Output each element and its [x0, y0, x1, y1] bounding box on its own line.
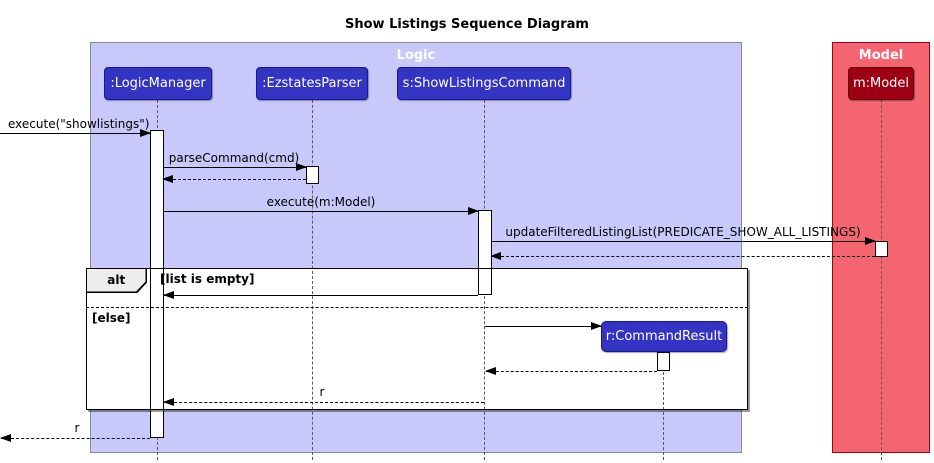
participant-show-listings-command: s:ShowListingsCommand — [397, 67, 571, 100]
message-arrow-update-filtered-listing-list — [491, 237, 876, 245]
final-return-arrow-r — [0, 434, 150, 442]
arrowhead-left-icon — [162, 175, 173, 183]
activation-model — [875, 241, 888, 257]
arrowhead-right-icon — [140, 129, 151, 137]
activation-ezstates-parser — [306, 166, 319, 184]
alt-guard-list-is-empty: [list is empty] — [160, 272, 255, 286]
arrowhead-right-icon — [296, 163, 307, 171]
message-label-execute-showlistings: execute("showlistings") — [8, 117, 150, 131]
message-arrow-create-command-result — [485, 322, 602, 330]
participant-logic-manager: :LogicManager — [104, 67, 212, 100]
arrowhead-left-icon — [485, 367, 496, 375]
message-label-final-return-r: r — [74, 421, 80, 435]
lifeline-ezstates-parser — [312, 100, 313, 460]
message-arrow-execute-showlistings — [0, 129, 151, 137]
return-arrow-command-result — [485, 367, 657, 375]
lifeline-model — [881, 100, 882, 460]
diagram-title: Show Listings Sequence Diagram — [345, 17, 589, 32]
message-label-execute-model: execute(m:Model) — [266, 195, 376, 209]
message-arrow-execute-model — [163, 207, 479, 215]
message-arrow-parse-command — [163, 163, 307, 171]
participant-model: m:Model — [848, 67, 914, 100]
message-arrow-empty-branch-return — [163, 291, 478, 299]
message-label-return-r: r — [319, 385, 325, 399]
alt-guard-else: [else] — [92, 311, 131, 325]
participant-command-result: r:CommandResult — [601, 321, 727, 352]
message-label-parse-command: parseCommand(cmd) — [168, 151, 300, 165]
return-arrow-parse-command — [162, 175, 306, 183]
message-label-update-filtered-listing-list: updateFilteredListingList(PREDICATE_SHOW… — [505, 225, 861, 239]
return-arrow-update-filtered-listing-list — [490, 252, 875, 260]
arrowhead-right-icon — [591, 322, 602, 330]
arrowhead-right-icon — [865, 237, 876, 245]
activation-command-result — [657, 352, 670, 371]
lifeline-command-result — [663, 352, 664, 460]
arrowhead-left-icon — [0, 434, 11, 442]
arrowhead-right-icon — [468, 207, 479, 215]
arrowhead-left-icon — [163, 398, 174, 406]
model-frame-label: Model — [858, 48, 904, 63]
participant-ezstates-parser: :EzstatesParser — [256, 67, 368, 100]
arrowhead-left-icon — [490, 252, 501, 260]
activation-logic-manager — [150, 130, 164, 438]
logic-frame-label: Logic — [396, 48, 436, 63]
arrowhead-left-icon — [163, 291, 174, 299]
return-arrow-r — [163, 398, 484, 406]
alt-divider — [86, 307, 748, 308]
